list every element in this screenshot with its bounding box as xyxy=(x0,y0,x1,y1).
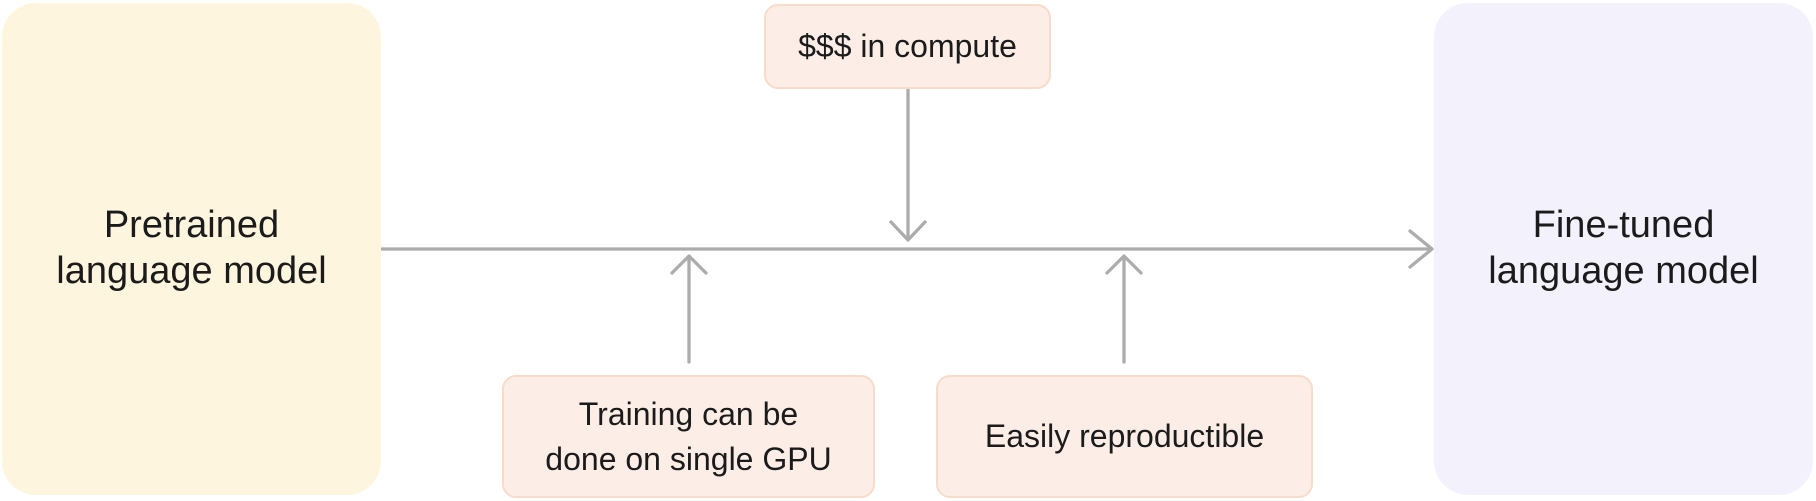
single-gpu-arrow xyxy=(670,254,708,364)
pretrained-model-node: Pretrained language model xyxy=(2,3,381,495)
single-gpu-training-label: Training can be done on single GPU xyxy=(545,395,832,477)
finetuned-model-node: Fine-tuned language model xyxy=(1434,3,1813,495)
single-gpu-training-node: Training can be done on single GPU xyxy=(502,375,875,498)
main-flow-arrow xyxy=(379,229,1434,269)
reproducibility-node: Easily reproductible xyxy=(936,375,1313,498)
compute-cost-arrow xyxy=(889,88,927,242)
compute-cost-node: $$$ in compute xyxy=(764,4,1051,89)
reproducibility-label: Easily reproductible xyxy=(984,418,1265,455)
compute-cost-label: $$$ in compute xyxy=(798,28,1017,65)
reproducible-arrow xyxy=(1105,254,1143,364)
finetuned-model-label: Fine-tuned language model xyxy=(1488,204,1759,292)
pretrained-model-label: Pretrained language model xyxy=(56,204,327,292)
